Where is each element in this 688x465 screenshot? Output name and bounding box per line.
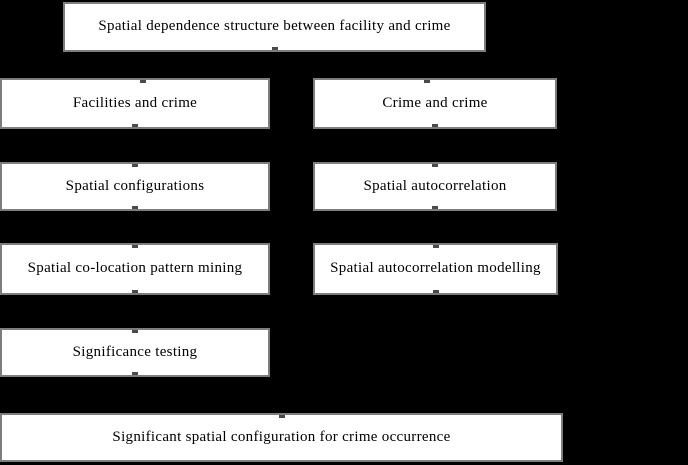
node-facilities-and-crime-label: Facilities and crime xyxy=(72,94,198,111)
arrow-tip-mark xyxy=(132,124,138,127)
node-significance-testing-label: Significance testing xyxy=(72,343,198,360)
node-significance-testing: Significance testing xyxy=(0,328,270,377)
node-spatial-autocorrelation: Spatial autocorrelation xyxy=(313,162,557,211)
node-facilities-and-crime: Facilities and crime xyxy=(0,78,270,129)
arrow-tip-mark xyxy=(132,290,138,293)
arrow-tip-mark xyxy=(132,245,138,248)
node-significant-configuration-result: Significant spatial configuration for cr… xyxy=(0,413,563,462)
node-spatial-autocorrelation-label: Spatial autocorrelation xyxy=(363,177,507,194)
node-autocorrelation-modelling-label: Spatial autocorrelation modelling xyxy=(330,260,541,277)
node-crime-and-crime-label: Crime and crime xyxy=(382,94,488,111)
node-significant-configuration-result-label: Significant spatial configuration for cr… xyxy=(112,428,451,445)
arrow-tip-mark xyxy=(132,206,138,209)
arrow-tip-mark xyxy=(432,206,438,209)
arrow-tip-mark xyxy=(278,415,285,418)
arrow-tip-mark xyxy=(432,124,438,127)
arrow-tip-mark xyxy=(271,47,278,50)
node-title: Spatial dependence structure between fac… xyxy=(63,2,486,52)
node-spatial-configurations-label: Spatial configurations xyxy=(65,177,205,194)
node-colocation-pattern-mining-label: Spatial co-location pattern mining xyxy=(27,260,243,277)
node-crime-and-crime: Crime and crime xyxy=(313,78,557,129)
arrow-tip-mark xyxy=(140,80,146,83)
node-autocorrelation-modelling: Spatial autocorrelation modelling xyxy=(313,243,558,295)
arrow-tip-mark xyxy=(132,372,138,375)
arrow-tip-mark xyxy=(424,80,430,83)
node-title-label: Spatial dependence structure between fac… xyxy=(98,18,451,35)
node-spatial-configurations: Spatial configurations xyxy=(0,162,270,211)
arrow-tip-mark xyxy=(132,330,138,333)
node-colocation-pattern-mining: Spatial co-location pattern mining xyxy=(0,243,270,295)
arrow-tip-mark xyxy=(432,290,439,293)
arrow-tip-mark xyxy=(432,164,438,167)
arrow-tip-mark xyxy=(132,164,138,167)
arrow-tip-mark xyxy=(432,245,439,248)
